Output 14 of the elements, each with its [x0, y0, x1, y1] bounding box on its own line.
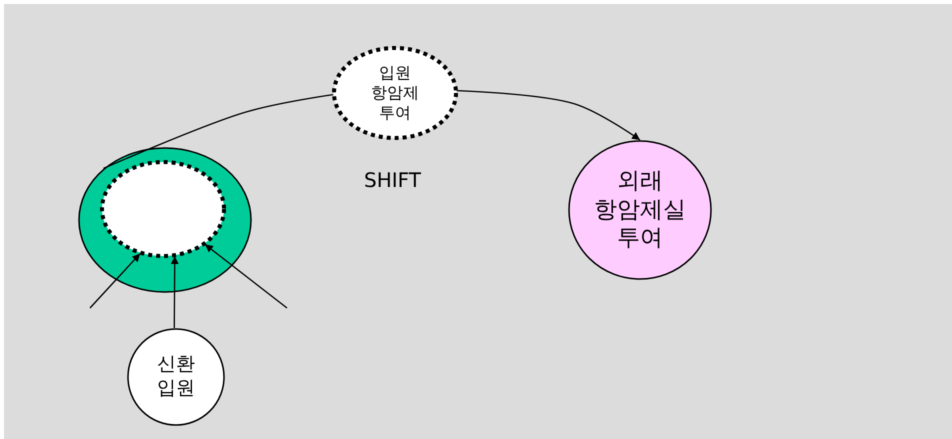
shift-label: SHIFT: [364, 168, 422, 192]
node-label: 신환 입원: [156, 353, 196, 401]
node-label: 입원 항암제 투여: [370, 63, 420, 123]
node-label: 외래 항암제실 투여: [592, 166, 687, 254]
ring-ellipse: [78, 147, 252, 293]
arrow: [170, 256, 179, 328]
process-ellipse: [333, 47, 457, 139]
arrow: [90, 253, 141, 308]
arrow: [456, 90, 640, 141]
process-circle: [127, 328, 225, 426]
inner-ellipse: [101, 161, 225, 257]
connector-line: [103, 94, 334, 169]
arrow: [204, 244, 288, 309]
process-ellipse: [568, 140, 712, 280]
